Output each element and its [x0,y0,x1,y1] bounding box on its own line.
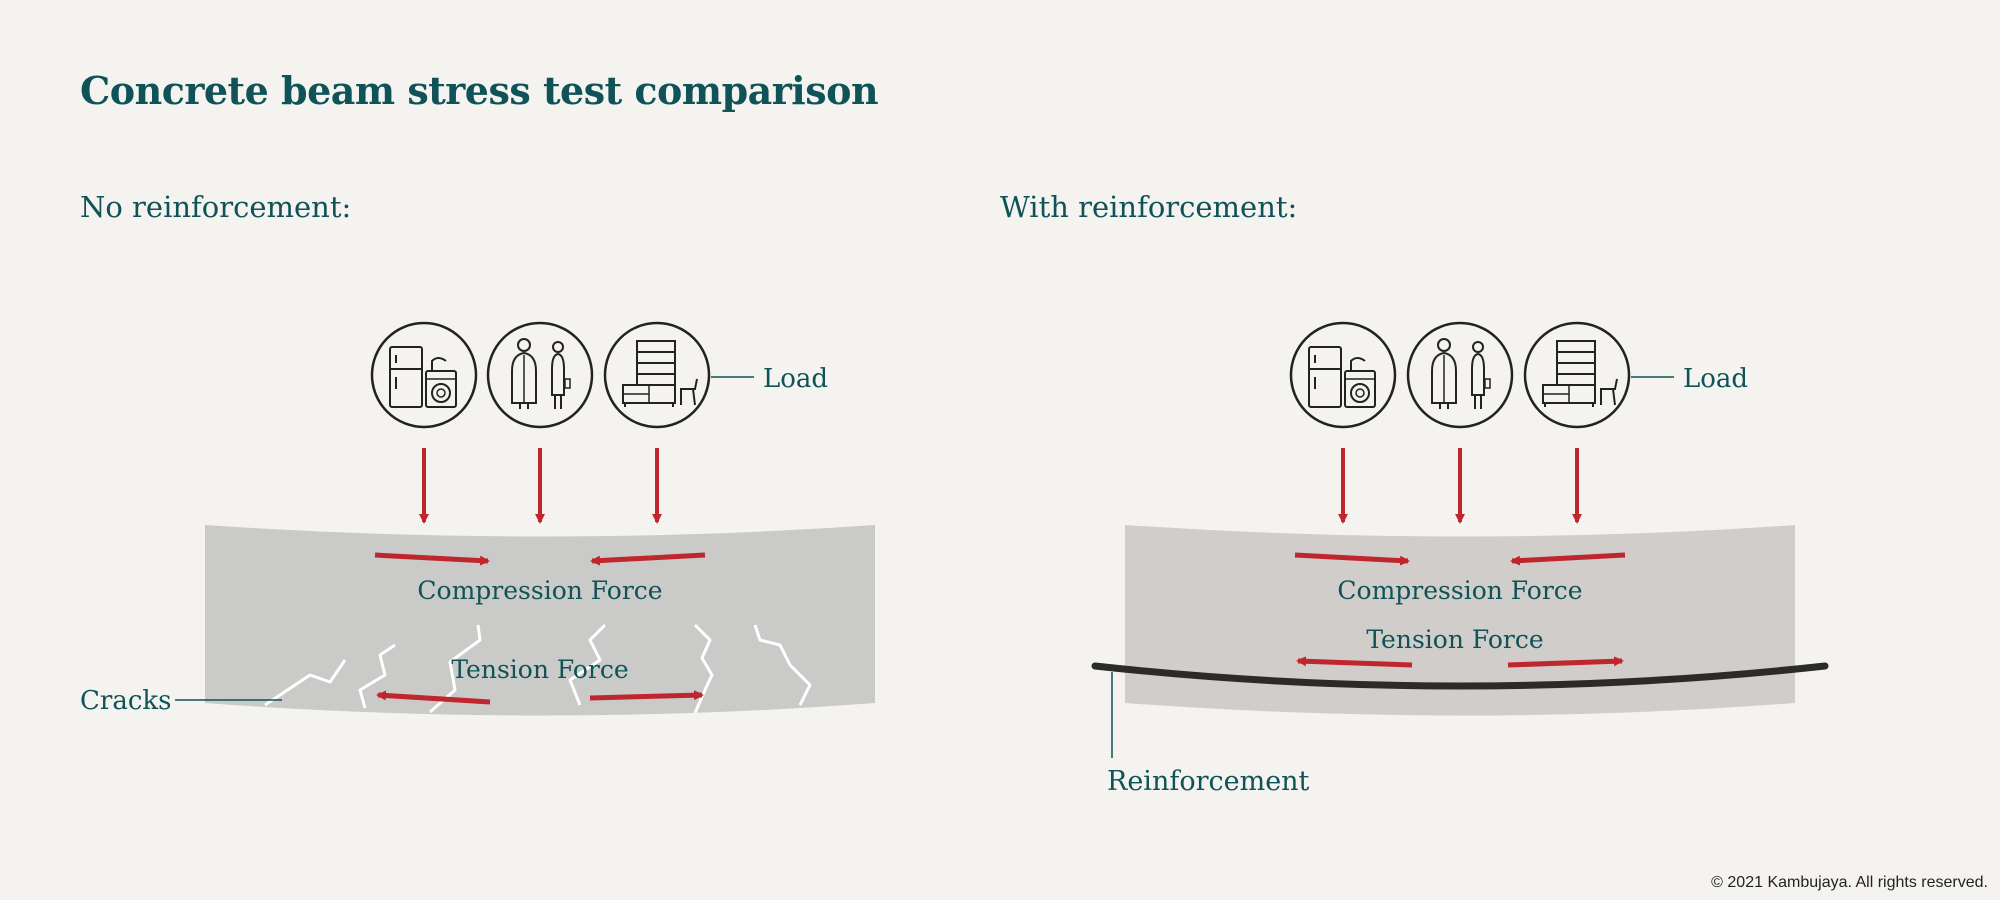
compression-arrow-left [590,552,706,566]
compression-arrow-right [1294,552,1410,566]
concrete-beam-unreinforced [205,525,875,716]
load-label: Load [763,364,828,394]
concrete-beam-reinforced [1125,525,1795,716]
reinforcement-label: Reinforcement [1107,766,1310,797]
tension-arrow-left [376,690,491,705]
furniture-icon [1523,321,1631,429]
copyright-notice: © 2021 Kambujaya. All rights reserved. [1711,874,1988,891]
crack-line [358,643,396,709]
compression-arrow-right [374,552,490,566]
crack-line [753,624,812,706]
appliances-icon [1289,321,1397,429]
page-title: Concrete beam stress test comparison [80,68,879,113]
people-icon [1406,321,1514,429]
people-icon [486,321,594,429]
appliances-icon [370,321,478,429]
tension-force-label: Tension Force [1366,625,1543,654]
tension-arrow-right [1507,656,1624,668]
tension-arrow-right [589,690,704,701]
tension-arrow-left [1296,656,1413,668]
panel-heading-no-reinforcement: No reinforcement: [80,190,352,224]
load-label: Load [1683,364,1748,394]
cracks-label: Cracks [80,686,171,716]
furniture-icon [603,321,711,429]
tension-force-label: Tension Force [451,655,628,684]
compression-force-label: Compression Force [417,576,662,605]
panel-heading-with-reinforcement: With reinforcement: [1000,190,1298,224]
crack-line [568,623,607,706]
panel-no-reinforcement: Load Compression Force Tension Force Cra… [80,321,875,716]
panel-with-reinforcement: Load Compression Force Tension Force Rei… [1091,321,1829,797]
compression-arrow-left [1510,552,1626,566]
reinforcement-rebar [1091,662,1829,690]
crack-line [264,659,347,707]
compression-force-label: Compression Force [1337,576,1582,605]
